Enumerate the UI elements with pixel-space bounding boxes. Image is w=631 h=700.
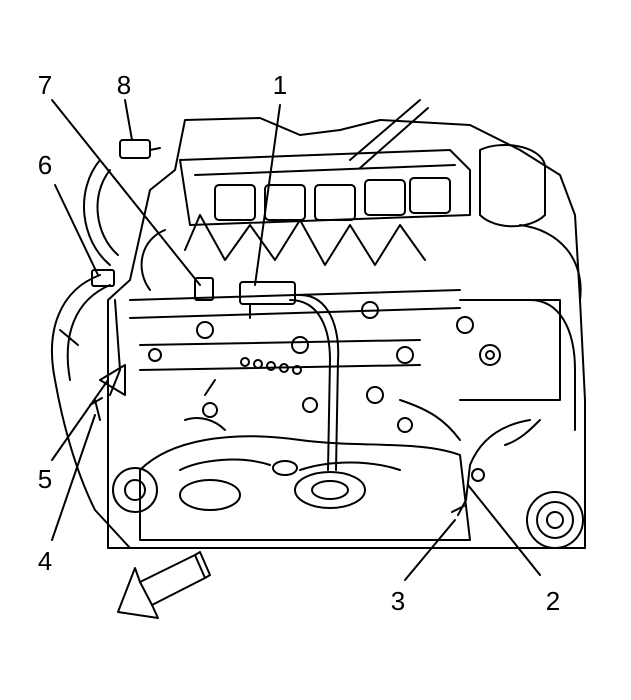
leader-lines	[51, 99, 541, 581]
leader-line-7	[51, 99, 201, 286]
leader-line-4	[51, 414, 96, 541]
callout-3: 3	[390, 586, 406, 616]
callout-8: 8	[116, 70, 132, 100]
callout-4: 4	[37, 546, 53, 576]
leader-line-8	[124, 99, 133, 141]
arrow-icon	[117, 551, 211, 619]
callout-6: 6	[37, 150, 53, 180]
engine-block	[51, 99, 586, 549]
leader-line-1	[254, 104, 281, 286]
leader-line-2	[467, 484, 541, 576]
leader-line-3	[404, 519, 456, 581]
callout-1: 1	[272, 70, 288, 100]
callout-2: 2	[545, 586, 561, 616]
leader-line-5	[51, 379, 109, 461]
leader-line-6	[54, 184, 99, 276]
callout-7: 7	[37, 70, 53, 100]
callout-5: 5	[37, 464, 53, 494]
